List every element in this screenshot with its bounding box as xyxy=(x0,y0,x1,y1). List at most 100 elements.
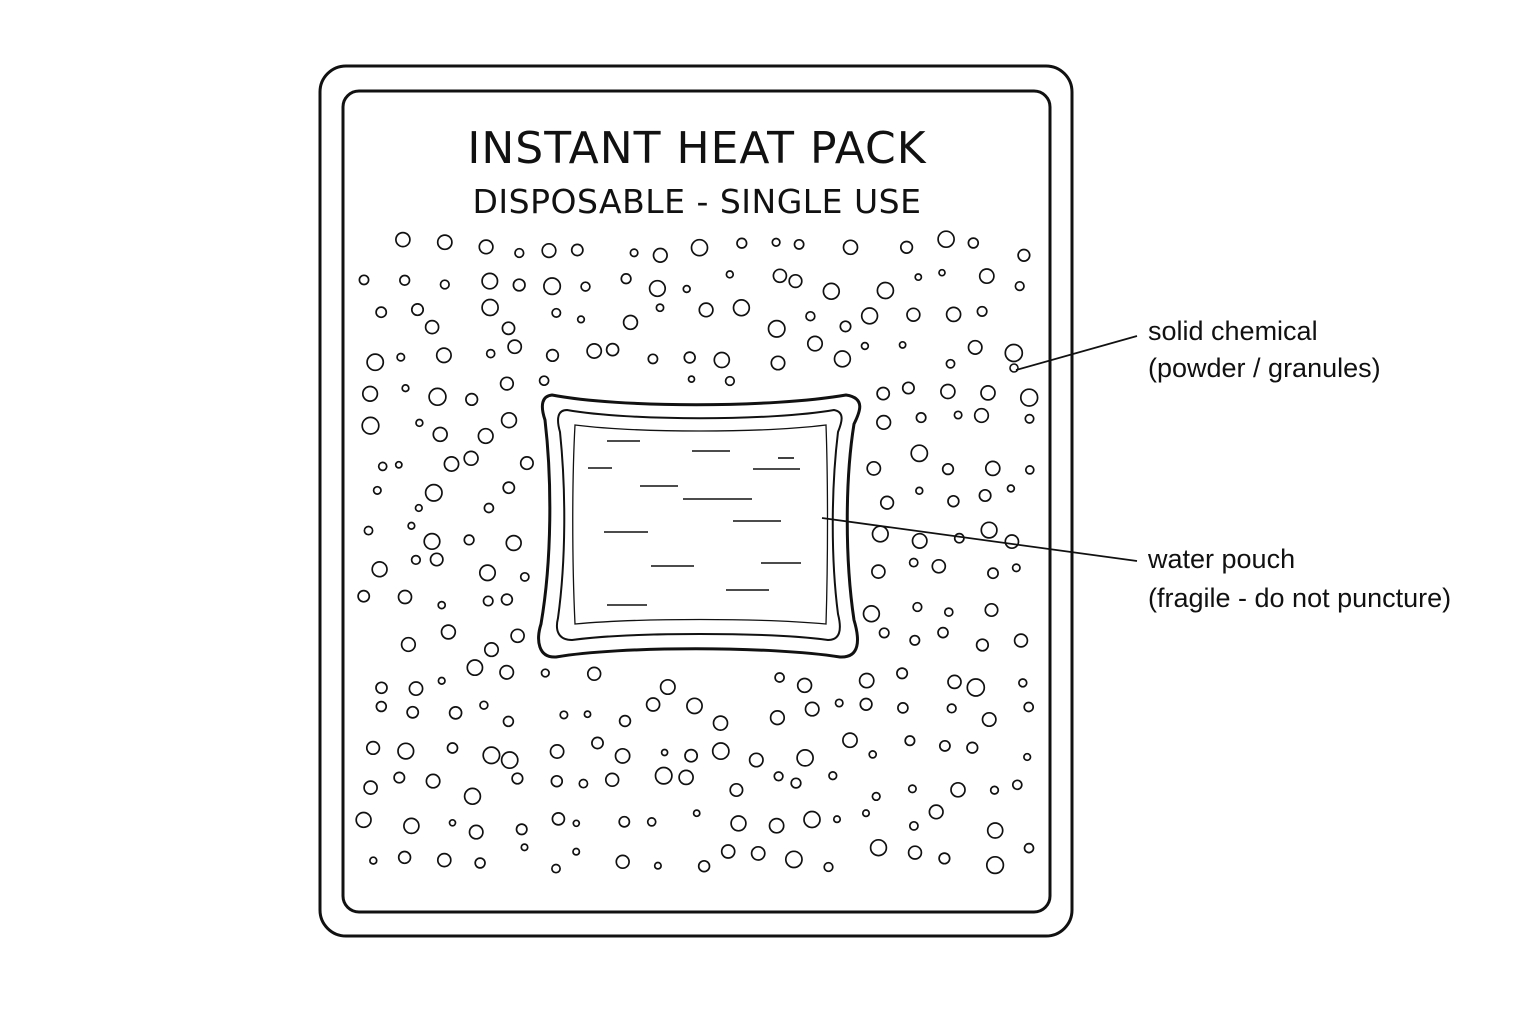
granule xyxy=(432,426,448,443)
granule xyxy=(654,766,673,785)
solid-chemical-leader xyxy=(1015,335,1138,371)
granule xyxy=(876,386,891,401)
granule xyxy=(482,746,501,765)
granule xyxy=(463,787,482,806)
package-outer-border xyxy=(318,64,1074,938)
granule xyxy=(591,736,604,750)
granule xyxy=(713,351,731,369)
granule xyxy=(512,278,526,292)
granule xyxy=(860,307,879,325)
granule xyxy=(938,739,951,752)
granule xyxy=(541,242,557,259)
granule xyxy=(947,494,960,508)
granule xyxy=(978,268,995,285)
granule xyxy=(479,700,489,710)
granule xyxy=(730,815,747,832)
granule xyxy=(478,239,494,255)
granule xyxy=(559,710,569,720)
granule xyxy=(732,299,751,317)
granule xyxy=(953,532,965,544)
granule xyxy=(858,672,875,689)
granule xyxy=(483,502,495,514)
solid-chemical-leader-point xyxy=(1009,363,1019,373)
granule xyxy=(828,771,838,781)
granule xyxy=(363,525,374,536)
granule xyxy=(914,273,923,282)
granule xyxy=(425,773,441,789)
granule xyxy=(967,339,983,355)
granule xyxy=(578,778,589,789)
granule xyxy=(1023,752,1032,762)
granule xyxy=(483,642,500,658)
granule xyxy=(687,375,696,383)
granule xyxy=(697,859,711,873)
granule xyxy=(407,521,416,530)
granule xyxy=(943,607,954,617)
granule xyxy=(505,534,522,552)
granule xyxy=(866,460,882,476)
granule xyxy=(711,742,730,761)
granule xyxy=(660,748,669,757)
granule xyxy=(424,319,440,335)
granule xyxy=(678,769,694,786)
granule xyxy=(904,735,916,747)
granule xyxy=(767,319,786,338)
granule xyxy=(692,809,701,818)
granule xyxy=(408,681,424,697)
granule xyxy=(736,237,748,249)
granule xyxy=(842,732,858,749)
granule xyxy=(394,460,403,469)
granule xyxy=(769,710,786,726)
granule xyxy=(1011,779,1023,791)
granule xyxy=(549,744,565,759)
granule xyxy=(788,273,803,289)
granule xyxy=(784,850,803,869)
granule xyxy=(502,481,516,495)
granule xyxy=(363,780,378,795)
granule xyxy=(415,418,424,428)
granule xyxy=(720,844,736,859)
water-pouch-label: water pouch xyxy=(1147,544,1295,574)
granule xyxy=(796,749,814,767)
granule xyxy=(576,315,586,324)
granule xyxy=(947,674,962,690)
granule xyxy=(907,784,917,794)
granule xyxy=(466,659,484,677)
granule xyxy=(684,748,699,763)
granule xyxy=(871,564,886,579)
granule xyxy=(899,240,914,254)
granule xyxy=(648,279,667,298)
granule xyxy=(478,564,497,582)
granule xyxy=(724,375,736,387)
granule xyxy=(485,348,496,359)
granule xyxy=(474,857,486,869)
granule xyxy=(910,444,929,463)
granule xyxy=(980,521,998,539)
granule xyxy=(501,321,516,336)
granule xyxy=(981,711,997,728)
granule xyxy=(1006,484,1016,493)
granule xyxy=(615,854,630,870)
granule xyxy=(832,815,842,824)
granule xyxy=(897,702,909,714)
granule xyxy=(1024,465,1035,475)
granule xyxy=(1011,563,1021,573)
granule xyxy=(500,751,519,770)
granule xyxy=(463,450,479,467)
granule xyxy=(499,376,515,391)
granule xyxy=(393,771,406,784)
granule xyxy=(804,701,820,717)
granule xyxy=(572,847,581,856)
granule xyxy=(915,412,927,424)
granule xyxy=(448,818,457,827)
granule xyxy=(896,667,909,680)
granule xyxy=(860,341,870,351)
granule xyxy=(400,636,417,653)
granule xyxy=(437,676,446,685)
granule xyxy=(436,234,453,251)
granule xyxy=(879,495,895,510)
granule xyxy=(748,752,764,768)
granule xyxy=(839,320,852,333)
granule xyxy=(773,771,784,782)
